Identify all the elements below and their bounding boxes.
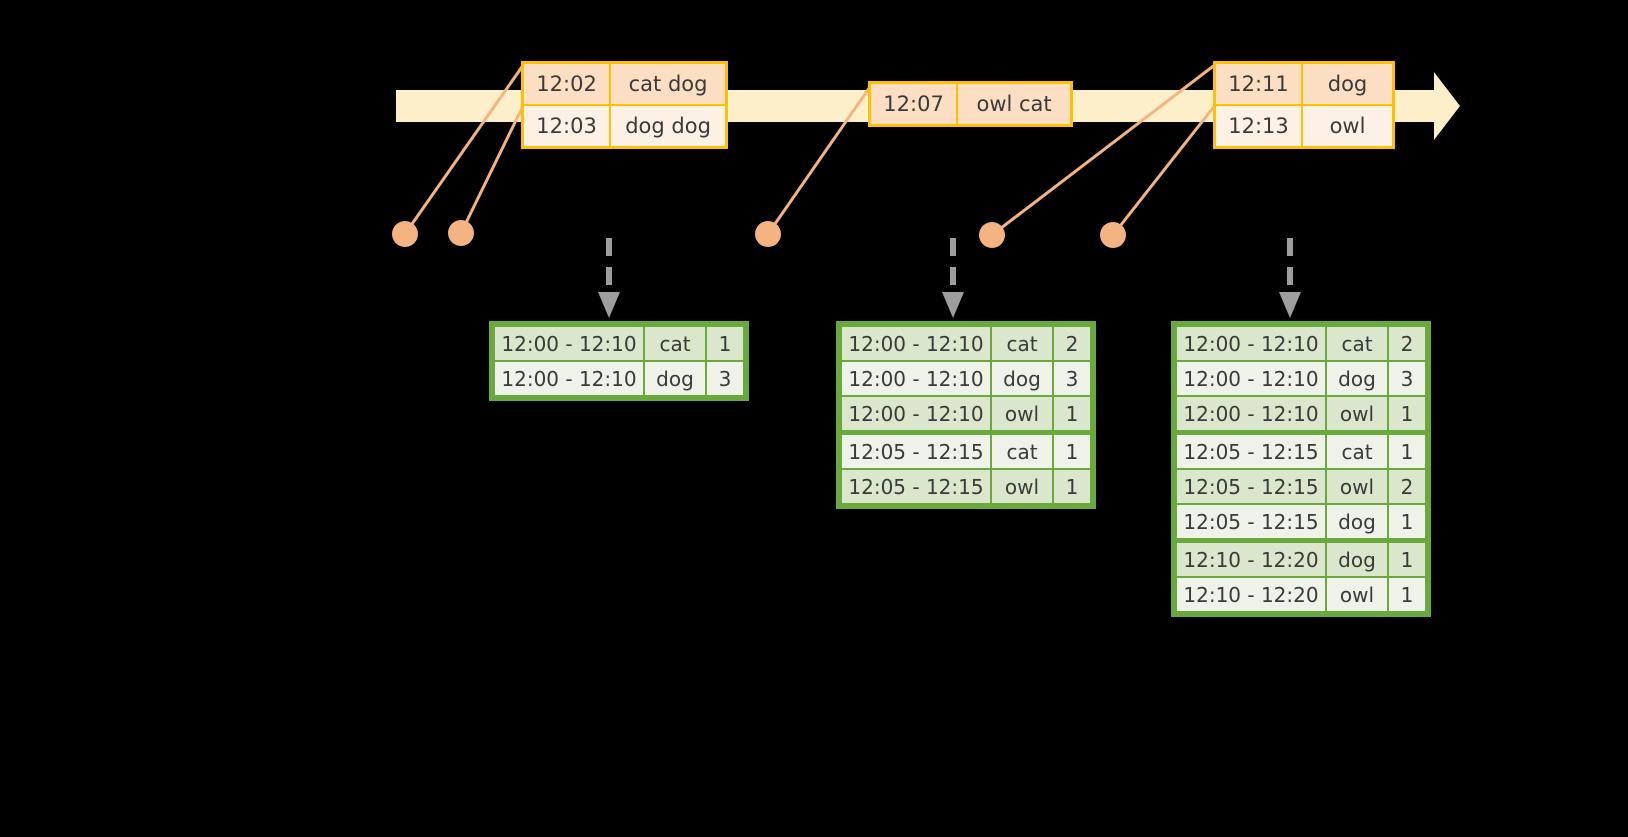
cell-key: owl xyxy=(992,397,1052,430)
connector-dot-3 xyxy=(755,221,781,247)
cell-key: owl xyxy=(1327,397,1387,430)
cell-key: owl xyxy=(1327,578,1387,611)
cell-count: 2 xyxy=(1054,327,1090,360)
event-box-2: 12:07 owl cat xyxy=(868,81,1073,127)
cell-count: 1 xyxy=(1054,397,1090,430)
cell-key: cat xyxy=(1327,327,1387,360)
cell-window: 12:05 - 12:15 xyxy=(842,435,990,468)
down-arrow-1-icon xyxy=(598,238,620,318)
event-time: 12:11 xyxy=(1216,64,1304,104)
cell-window: 12:00 - 12:10 xyxy=(842,327,990,360)
cell-window: 12:00 - 12:10 xyxy=(1177,327,1325,360)
event-time: 12:13 xyxy=(1216,106,1304,146)
cell-key: owl xyxy=(992,470,1052,503)
cell-window: 12:05 - 12:15 xyxy=(1177,470,1325,503)
event-payload: owl cat xyxy=(958,84,1070,124)
cell-window: 12:00 - 12:10 xyxy=(495,362,643,395)
cell-key: cat xyxy=(645,327,705,360)
cell-count: 3 xyxy=(1054,362,1090,395)
cell-window: 12:05 - 12:15 xyxy=(1177,505,1325,538)
event-time: 12:02 xyxy=(524,64,612,104)
cell-count: 1 xyxy=(1389,578,1425,611)
cell-count: 3 xyxy=(707,362,743,395)
cell-window: 12:05 - 12:15 xyxy=(842,470,990,503)
cell-key: dog xyxy=(1327,543,1387,576)
connector-dot-5 xyxy=(1100,222,1126,248)
event-payload: cat dog xyxy=(611,64,725,104)
cell-key: dog xyxy=(645,362,705,395)
cell-count: 2 xyxy=(1389,470,1425,503)
event-payload: dog xyxy=(1303,64,1392,104)
event-box-1: 12:02 cat dog 12:03 dog dog xyxy=(521,61,728,149)
cell-count: 1 xyxy=(1389,397,1425,430)
event-time: 12:07 xyxy=(871,84,959,124)
cell-key: dog xyxy=(1327,505,1387,538)
cell-key: cat xyxy=(992,435,1052,468)
timeline-arrowhead-icon xyxy=(1414,72,1460,140)
cell-window: 12:10 - 12:20 xyxy=(1177,543,1325,576)
event-payload: owl xyxy=(1303,106,1392,146)
cell-count: 1 xyxy=(707,327,743,360)
cell-count: 3 xyxy=(1389,362,1425,395)
cell-count: 1 xyxy=(1389,543,1425,576)
event-row: 12:02 cat dog xyxy=(524,64,725,104)
event-payload: dog dog xyxy=(611,106,725,146)
cell-key: cat xyxy=(1327,435,1387,468)
event-time: 12:03 xyxy=(524,106,612,146)
cell-window: 12:00 - 12:10 xyxy=(1177,362,1325,395)
cell-count: 2 xyxy=(1389,327,1425,360)
cell-count: 1 xyxy=(1389,435,1425,468)
event-box-3: 12:11 dog 12:13 owl xyxy=(1213,61,1395,149)
cell-key: cat xyxy=(992,327,1052,360)
cell-count: 1 xyxy=(1054,470,1090,503)
event-row: 12:03 dog dog xyxy=(524,104,725,146)
cell-count: 1 xyxy=(1389,505,1425,538)
cell-window: 12:00 - 12:10 xyxy=(842,397,990,430)
cell-window: 12:00 - 12:10 xyxy=(842,362,990,395)
event-row: 12:07 owl cat xyxy=(871,84,1070,124)
cell-key: dog xyxy=(992,362,1052,395)
event-row: 12:11 dog xyxy=(1216,64,1392,104)
cell-window: 12:00 - 12:10 xyxy=(1177,397,1325,430)
cell-window: 12:00 - 12:10 xyxy=(495,327,643,360)
down-arrow-2-icon xyxy=(942,238,964,318)
cell-window: 12:10 - 12:20 xyxy=(1177,578,1325,611)
down-arrow-3-icon xyxy=(1279,238,1301,318)
cell-count: 1 xyxy=(1054,435,1090,468)
connector-dot-4 xyxy=(979,222,1005,248)
cell-key: owl xyxy=(1327,470,1387,503)
event-row: 12:13 owl xyxy=(1216,104,1392,146)
cell-window: 12:05 - 12:15 xyxy=(1177,435,1325,468)
cell-key: dog xyxy=(1327,362,1387,395)
connector-dot-1 xyxy=(392,221,418,247)
connector-dot-2 xyxy=(448,220,474,246)
